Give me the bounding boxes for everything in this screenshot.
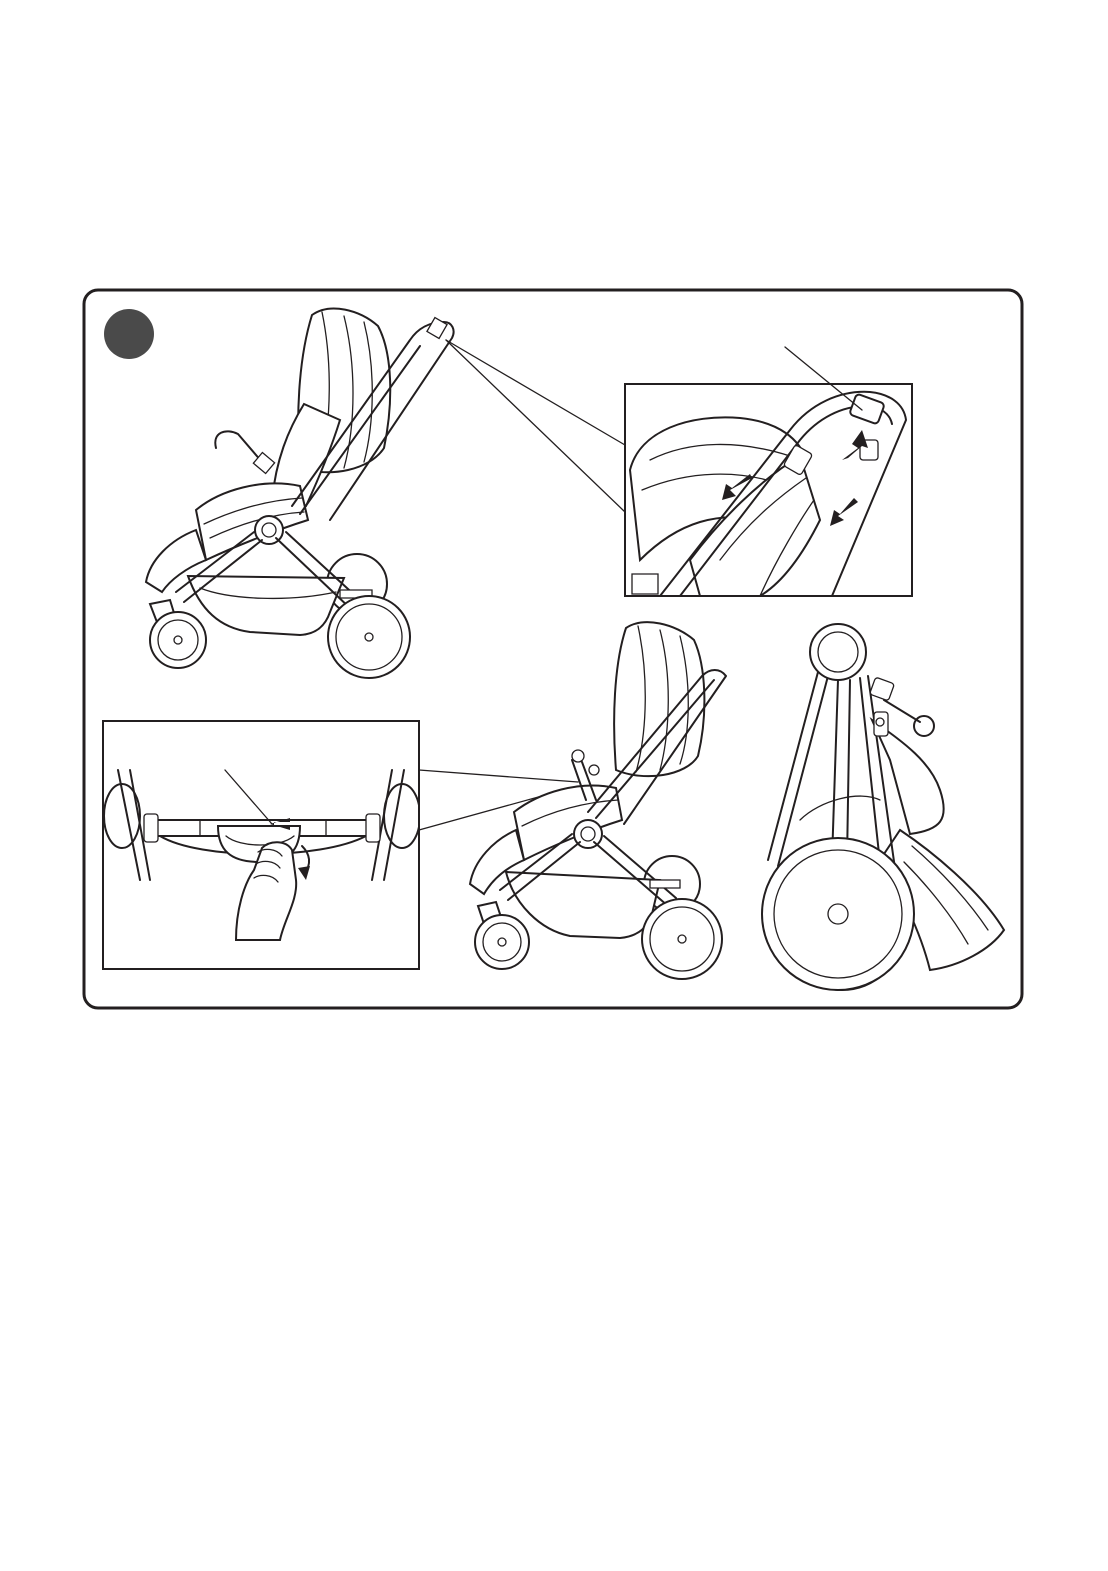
step-number-badge — [104, 309, 154, 359]
unfolded-stroller-illustration — [146, 309, 454, 678]
footrest-release-detail — [103, 721, 420, 969]
folded-stroller-illustration — [762, 624, 1004, 990]
handle-button-detail — [625, 347, 912, 596]
folding-stroller-illustration — [470, 622, 726, 979]
